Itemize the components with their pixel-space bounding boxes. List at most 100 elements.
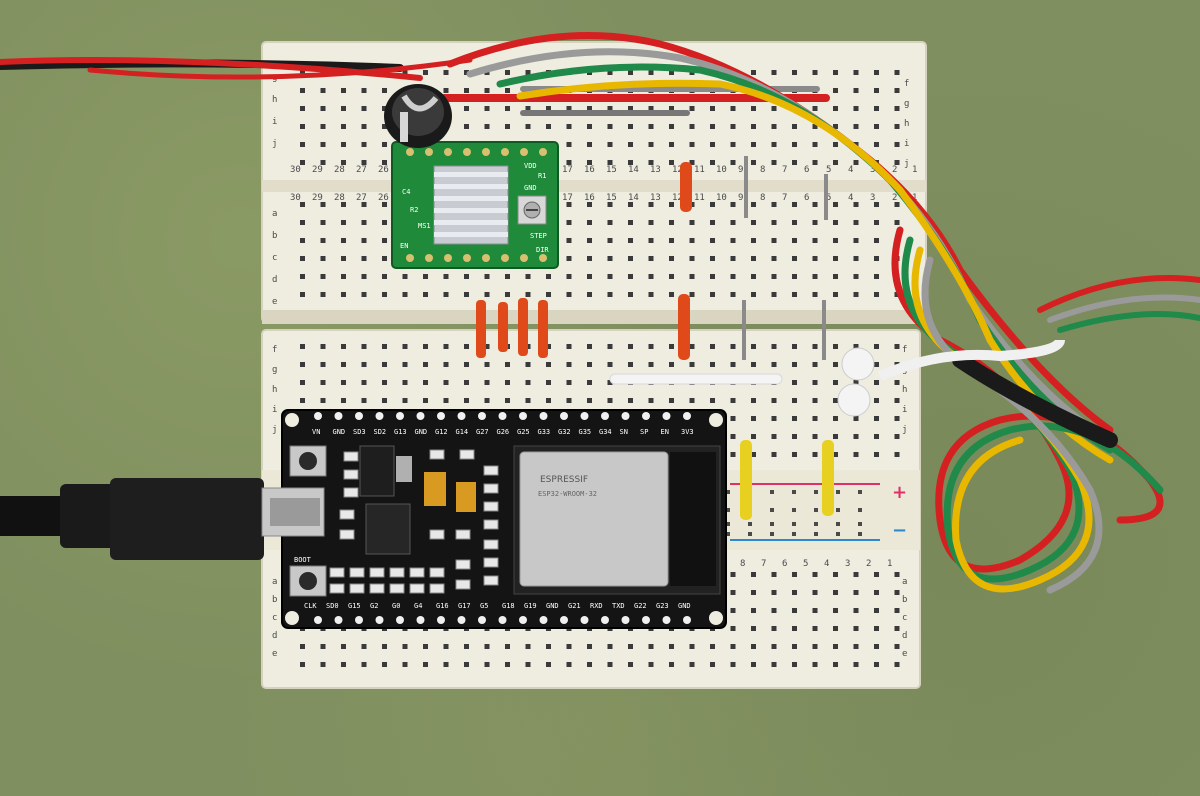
row-letter: i [272,117,277,127]
breadboard-hole [833,362,838,367]
breadboard-hole [689,220,695,225]
pin-label: G23 [656,602,669,610]
capacitor-icon [384,84,452,148]
column-number: 27 [356,165,367,175]
breadboard-hole [874,202,879,207]
breadboard-hole [689,644,695,649]
breadboard-hole [423,380,428,385]
rail-hole [814,490,818,494]
column-number: 1 [912,193,917,203]
breadboard-hole [812,590,818,595]
breadboard-hole [587,256,592,261]
smd-component [483,557,499,568]
column-number: 2 [892,165,897,175]
breadboard-hole [689,362,695,367]
row-letter: d [272,631,277,641]
breadboard-hole [874,644,879,649]
pin-label: G18 [502,602,515,610]
smd-component [483,519,499,530]
breadboard-hole [812,434,818,439]
breadboard-hole [669,220,674,225]
breadboard-hole [894,590,900,595]
breadboard-hole [382,220,387,225]
driver-label-step: STEP [530,232,547,240]
breadboard-hole [341,88,346,93]
breadboard-hole [792,274,797,279]
breadboard-hole [546,380,551,385]
pin-label: G16 [436,602,449,610]
rail-hole [836,522,840,526]
breadboard-hole [894,344,900,349]
rail-hole [814,508,818,512]
breadboard-hole [771,202,777,207]
en-button[interactable] [289,445,327,477]
breadboard-hole [320,644,326,649]
boot-button[interactable] [289,565,327,597]
breadboard-hole [874,70,879,75]
breadboard-hole [792,344,797,349]
breadboard-hole [525,380,531,385]
breadboard-hole [300,662,305,667]
breadboard-hole [874,608,879,613]
breadboard-hole [443,380,449,385]
header-pin [601,412,609,420]
breadboard-hole [771,398,777,403]
pin-label: CLK [304,602,317,610]
breadboard-hole [648,344,654,349]
header-pin [683,616,691,624]
header-pin [580,616,589,624]
breadboard-hole [587,380,592,385]
rail-hole [858,522,862,526]
breadboard-hole [710,644,715,649]
jumper-wire [742,300,746,360]
pin-label: GND [678,602,691,610]
driver-label-gnd: GND [524,184,537,192]
breadboard-hole [566,274,572,279]
breadboard-hole [464,274,469,279]
breadboard-hole [300,124,305,129]
column-number: 1 [887,559,892,569]
cable-bundle-left [0,57,473,81]
breadboard-hole [792,590,797,595]
breadboard-hole [423,644,428,649]
breadboard-hole [874,398,879,403]
breadboard-hole [402,292,408,297]
breadboard-hole [751,590,756,595]
jumper-wire [822,300,826,360]
breadboard-hole [751,220,756,225]
regulator-tab [396,456,412,482]
breadboard-hole [382,256,387,261]
rail-hole [858,490,862,494]
breadboard-hole [812,344,818,349]
breadboard-hole [566,220,572,225]
smd-component [369,567,385,578]
breadboard-hole [812,160,818,165]
breadboard-hole [505,274,510,279]
breadboard-hole [628,142,633,147]
boot-button-label: BOOT [294,556,312,564]
row-letter: f [272,345,277,355]
breadboard-hole [566,344,572,349]
breadboard-hole [812,572,818,577]
column-number: 7 [761,559,766,569]
breadboard-hole [833,274,838,279]
breadboard-hole [710,344,715,349]
breadboard-hole [628,344,633,349]
smd-component [483,539,499,550]
header-pin [355,412,363,420]
pin-label: G34 [599,428,612,436]
header-pin [406,254,414,262]
column-number: 5 [826,165,831,175]
breadboard-hole [505,292,510,297]
driver-label-dir: DIR [536,246,549,254]
breadboard-hole [402,662,408,667]
heatsink-icon [433,165,509,245]
potentiometer-icon [517,195,547,225]
rail-hole [836,532,840,536]
breadboard-hole [382,362,387,367]
row-letter: g [272,365,277,375]
jumper-wire [744,156,748,218]
breadboard-hole [874,416,879,421]
header-pin [444,148,452,156]
breadboard-hole [792,238,797,243]
